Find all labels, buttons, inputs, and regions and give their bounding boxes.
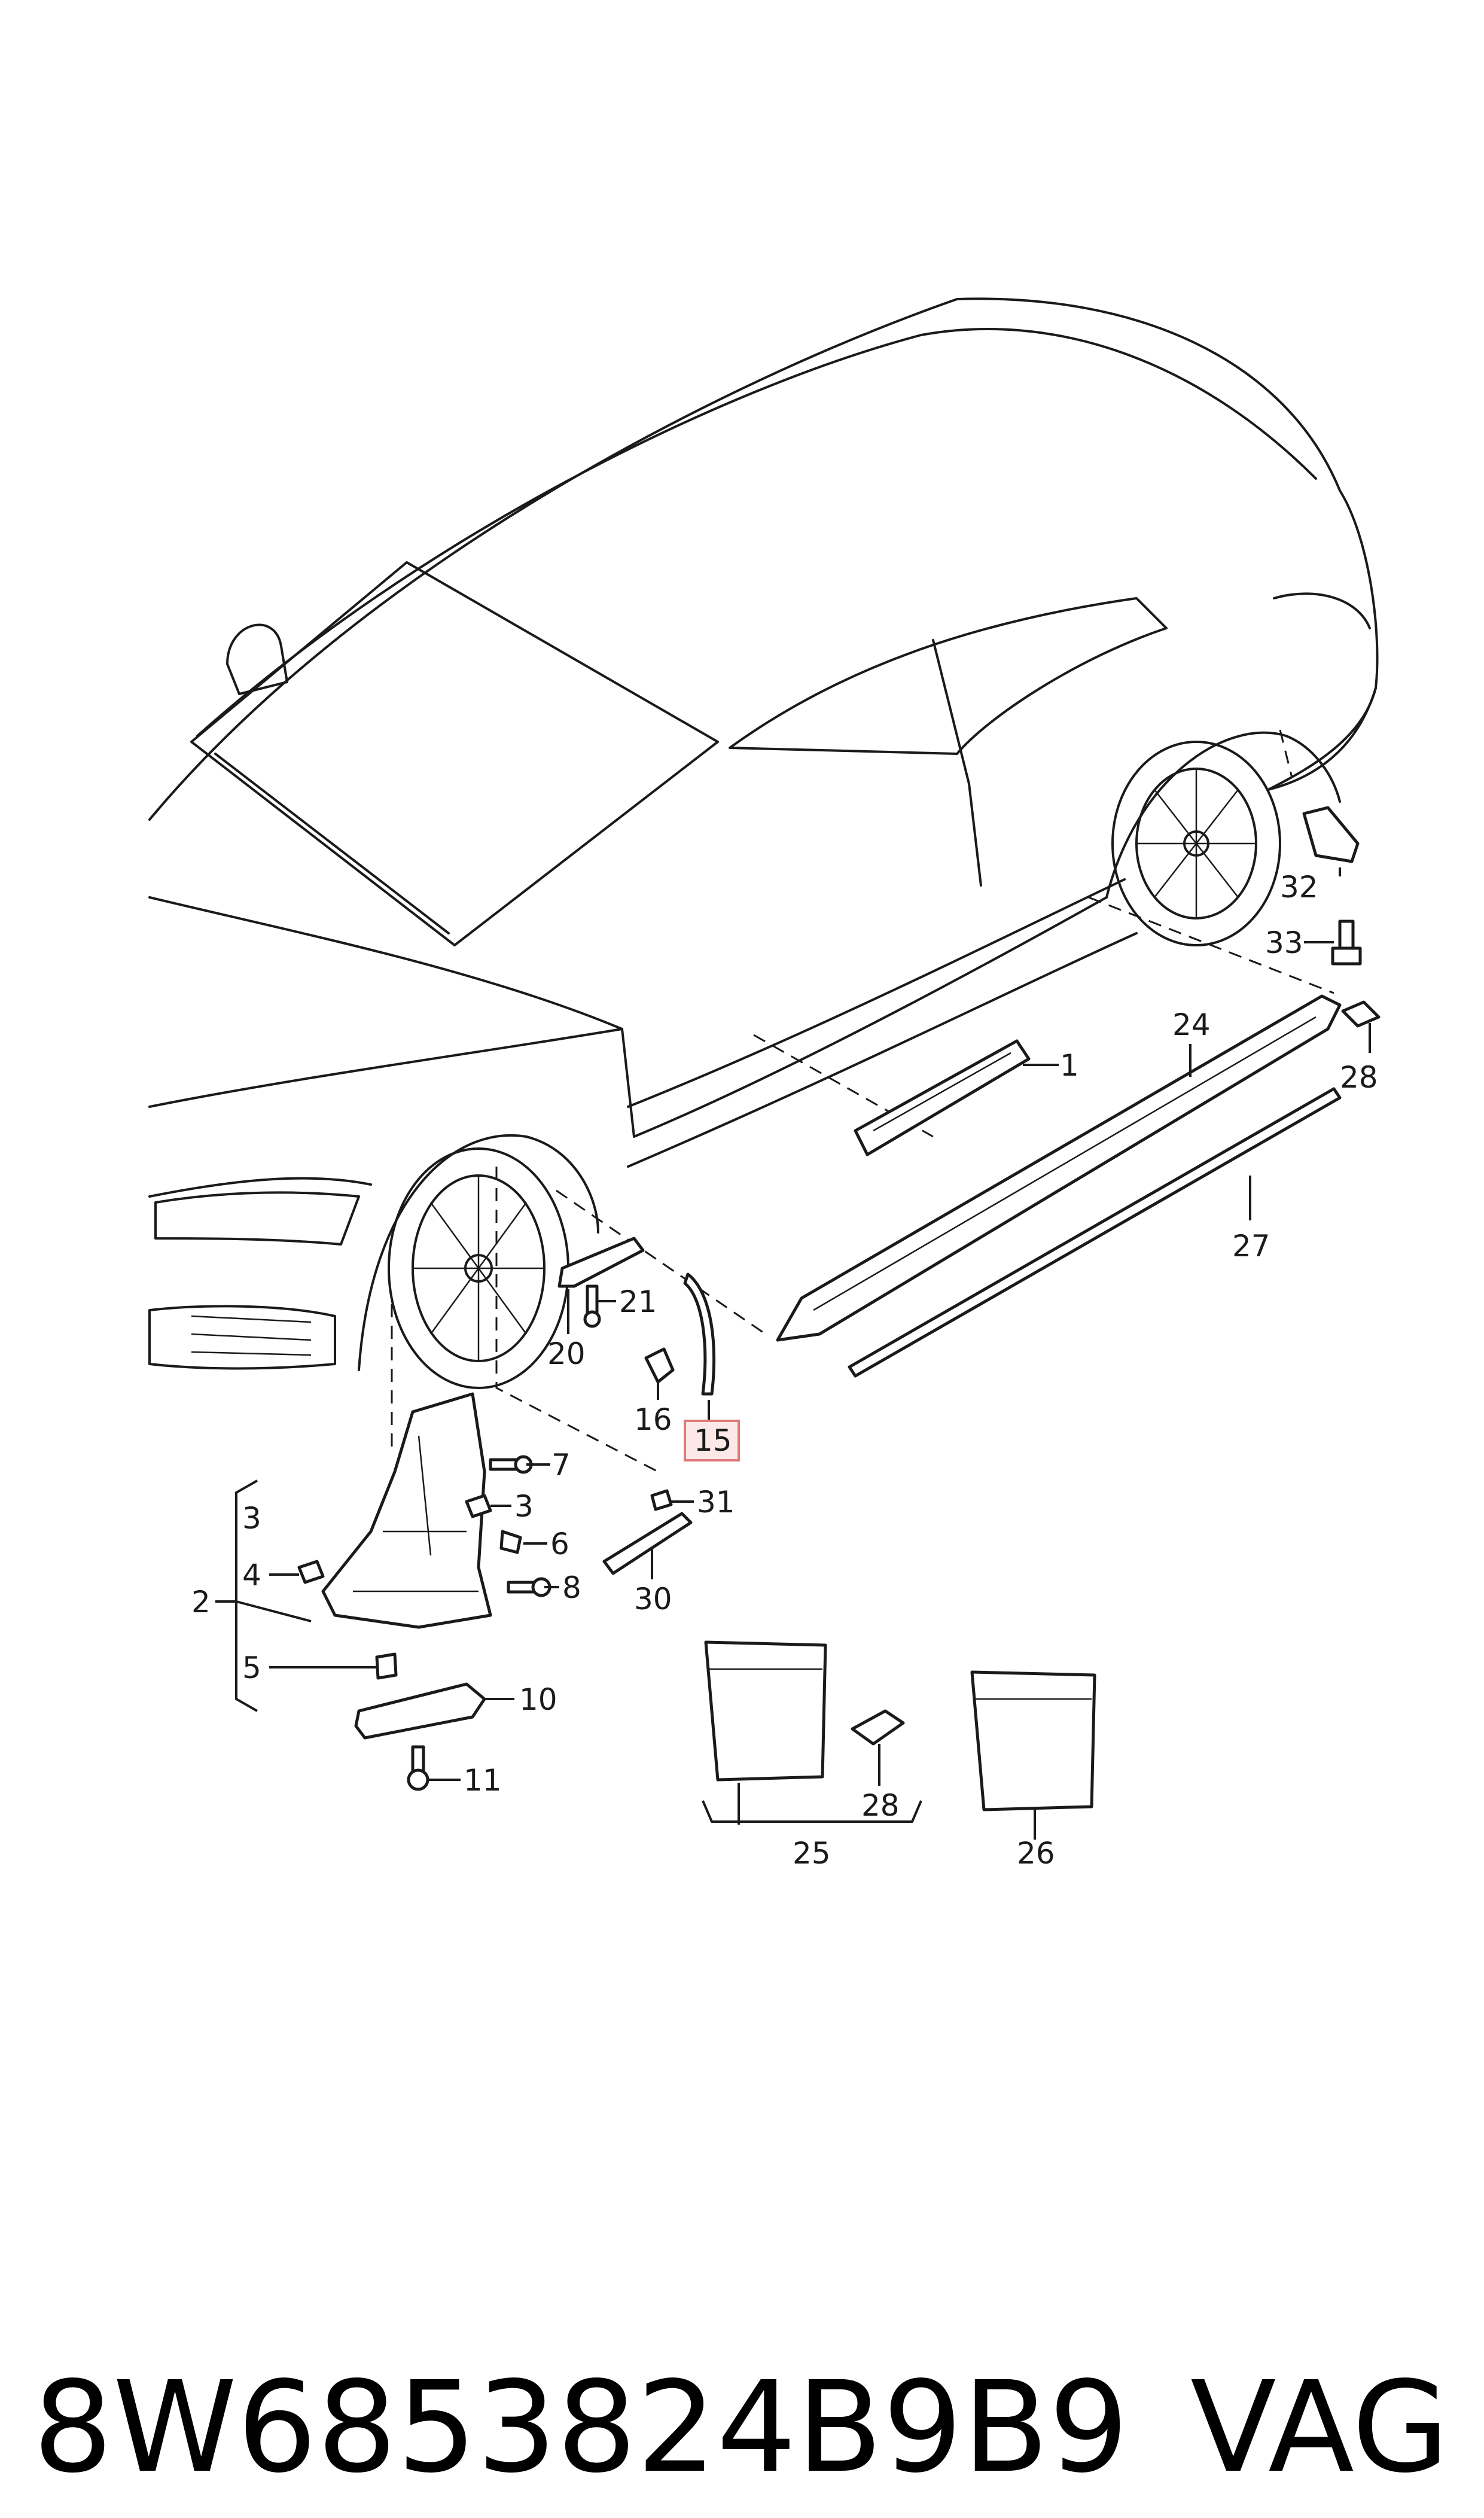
label-31: 31 — [697, 1485, 735, 1520]
screw-part-21 — [583, 1284, 601, 1328]
bracket-part-20 — [557, 1237, 645, 1288]
label-33: 33 — [1265, 925, 1303, 960]
car-body-drawing — [148, 297, 1379, 1389]
label-32: 32 — [1280, 870, 1318, 905]
mudflap-part-10 — [354, 1682, 486, 1740]
label-26: 26 — [1017, 1836, 1055, 1871]
part-labels: 1 24 28 27 32 33 21 20 16 15 7 3 6 8 3 4… — [191, 870, 1378, 1871]
label-4: 4 — [242, 1558, 261, 1593]
clip-part-28-bottom — [851, 1709, 905, 1746]
footer: 8W6853824B9B9 VAG — [33, 2354, 1449, 2501]
label-8: 8 — [562, 1570, 581, 1605]
label-5: 5 — [242, 1651, 261, 1685]
label-3-left: 3 — [242, 1501, 261, 1536]
clip-part-4 — [297, 1560, 325, 1584]
label-28-bottom: 28 — [861, 1788, 900, 1823]
side-skirt-part-24 — [776, 994, 1342, 1342]
label-15: 15 — [694, 1423, 732, 1458]
label-1: 1 — [1060, 1048, 1079, 1083]
part-number: 8W6853824B9B9 — [33, 2354, 1129, 2501]
clip-part-3 — [465, 1494, 492, 1518]
clip-part-31 — [650, 1489, 673, 1511]
screw-part-33 — [1331, 919, 1362, 966]
highlight-box-15 — [684, 1420, 740, 1462]
clip-part-16 — [644, 1347, 675, 1384]
clip-part-6 — [499, 1530, 522, 1554]
parts-bag-part-26 — [970, 1670, 1096, 1811]
sill-trim-part-1 — [854, 1039, 1031, 1156]
wheel-liner-part-2 — [321, 1392, 492, 1629]
label-6: 6 — [550, 1527, 569, 1561]
label-10: 10 — [519, 1682, 557, 1717]
label-25: 25 — [793, 1836, 831, 1871]
clip-part-28-top — [1341, 1000, 1381, 1028]
clip-part-5 — [375, 1652, 398, 1680]
reference-lines — [391, 729, 1334, 1473]
screw-part-7 — [489, 1455, 533, 1474]
trim-strip-part-27 — [848, 1087, 1342, 1378]
label-30: 30 — [634, 1582, 672, 1616]
label-28-top: 28 — [1340, 1060, 1378, 1095]
label-2: 2 — [191, 1585, 211, 1619]
label-27: 27 — [1232, 1229, 1270, 1263]
arch-trim-part-15 — [683, 1272, 716, 1396]
trim-part-30 — [602, 1512, 693, 1575]
screw-part-8 — [507, 1577, 551, 1597]
callout-lines — [215, 867, 1371, 1840]
label-24: 24 — [1172, 1007, 1211, 1042]
screw-part-11 — [407, 1745, 429, 1791]
label-16: 16 — [634, 1402, 672, 1437]
label-21: 21 — [619, 1284, 657, 1319]
label-20: 20 — [547, 1336, 586, 1371]
label-7: 7 — [551, 1448, 571, 1482]
parts-bag-part-25 — [704, 1640, 827, 1782]
label-3-right: 3 — [514, 1489, 534, 1524]
brand: VAG — [1190, 2354, 1449, 2501]
label-11: 11 — [464, 1763, 502, 1798]
bracket-part-32 — [1302, 806, 1360, 863]
